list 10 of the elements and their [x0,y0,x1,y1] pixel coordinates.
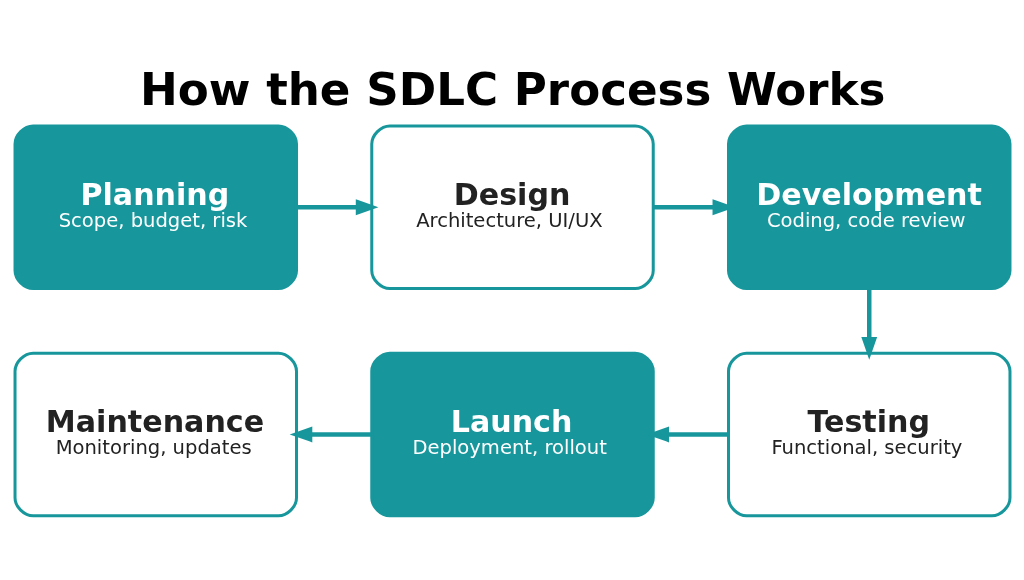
node-box: Development Coding, code review [726,124,1011,290]
node-box: Testing Functional, security [726,351,1011,518]
arrow [860,289,877,360]
node-box: Design Architecture, UI/UX [369,124,655,290]
node-box: Maintenance Monitoring, updates [13,351,298,518]
arrow [296,199,378,216]
diagram-title: How the SDLC Process Works [139,62,885,116]
arrow [289,426,372,443]
node-box: Launch Deployment, rollout [369,351,655,518]
node-box: Planning Scope, budget, risk [13,124,298,290]
